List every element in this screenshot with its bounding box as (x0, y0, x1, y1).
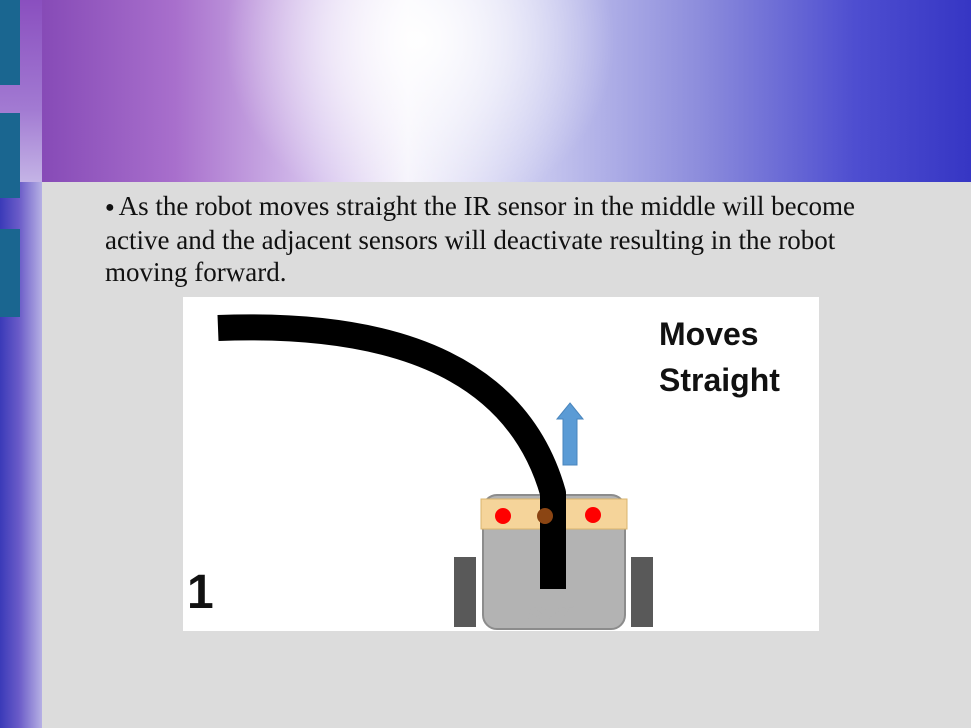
figure-caption: Moves Straight (659, 316, 780, 398)
decorative-tab-3 (0, 229, 20, 317)
bullet-icon: ● (105, 199, 115, 216)
bullet-paragraph: ●As the robot moves straight the IR sens… (105, 190, 905, 288)
step-number: 1 (187, 566, 214, 619)
bullet-text: As the robot moves straight the IR senso… (105, 191, 856, 287)
bot-label: BOT (528, 602, 574, 624)
middle-sensor (537, 508, 553, 524)
left-sensor (495, 508, 511, 524)
robot-diagram-drawing (217, 314, 653, 630)
left-wheel (454, 557, 476, 627)
robot-diagram: Moves Straight 1 BOT (183, 297, 819, 631)
right-sensor (585, 507, 601, 523)
slide-header-banner (0, 0, 971, 182)
track-line (217, 314, 566, 589)
right-wheel (631, 557, 653, 627)
decorative-tab-2 (0, 113, 20, 198)
forward-arrow-icon (555, 402, 585, 466)
decorative-tab-1 (0, 0, 20, 85)
